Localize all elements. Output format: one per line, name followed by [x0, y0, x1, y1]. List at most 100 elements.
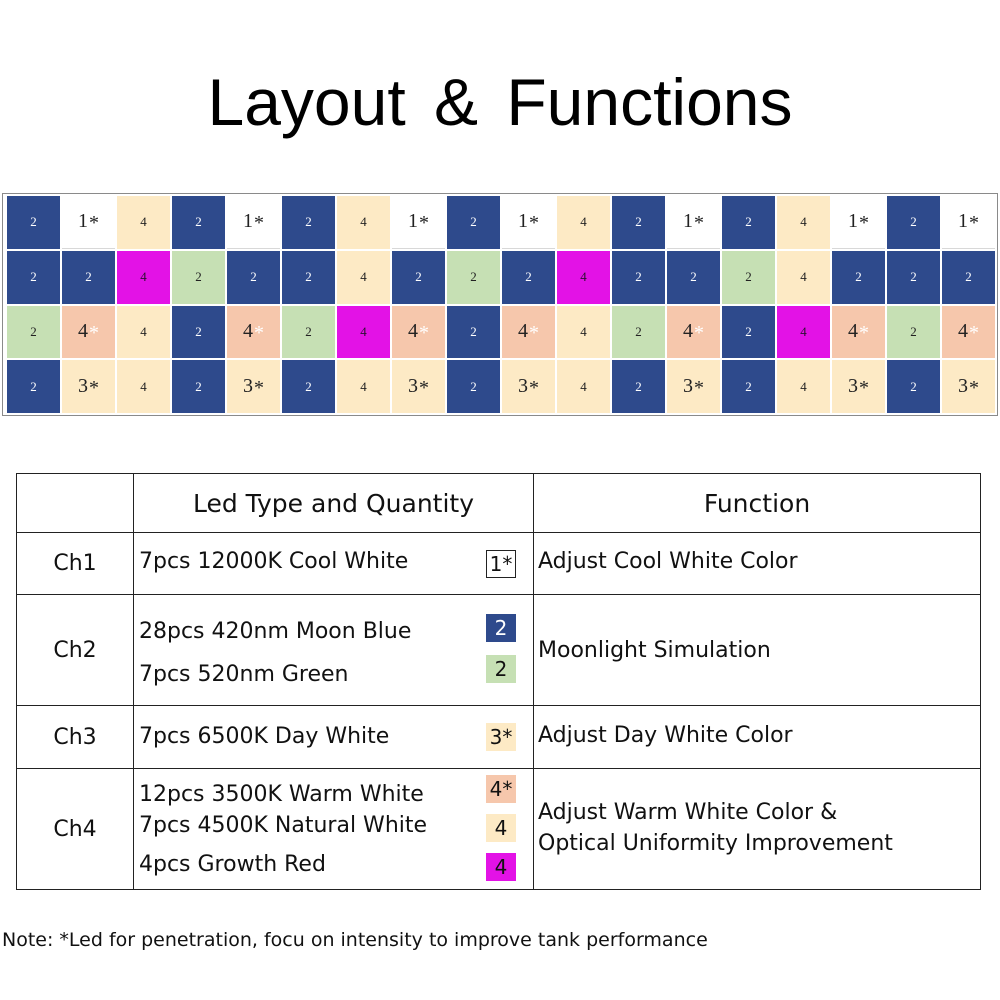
led-cell-number: 2	[30, 323, 37, 339]
led-cell-number: 2	[195, 378, 202, 394]
penetration-star-marker: *	[254, 377, 264, 400]
penetration-star-marker: *	[419, 377, 429, 400]
led-cell: 2	[447, 305, 500, 359]
led-cell: 2	[722, 360, 775, 413]
led-cell: 4*	[667, 305, 720, 359]
penetration-star-marker: *	[529, 212, 539, 235]
led-cell-number: 4	[848, 320, 858, 343]
led-cell: 4	[777, 196, 830, 249]
led-cell-number: 1	[78, 210, 88, 233]
table-row: Ch2 28pcs 420nm Moon Blue 7pcs 520nm Gre…	[16, 594, 981, 706]
led-cell: 2	[172, 360, 225, 413]
led-cell: 2	[447, 196, 500, 249]
led-cell: 4	[557, 196, 610, 249]
led-cell-number: 4	[140, 378, 147, 394]
led-cell: 3*	[832, 360, 885, 413]
led-cell: 4*	[832, 305, 885, 359]
penetration-star-marker: *	[859, 377, 869, 400]
channel-label: Ch3	[16, 705, 134, 769]
led-cell-number: 2	[690, 269, 697, 285]
led-cell: 4	[557, 305, 610, 359]
led-type-cell: 28pcs 420nm Moon Blue 7pcs 520nm Green 2…	[133, 594, 534, 706]
led-cell: 1*	[502, 196, 555, 249]
function-cell: Adjust Cool White Color	[533, 532, 981, 595]
led-cell-number: 4	[78, 320, 88, 343]
led-cell-number: 2	[910, 269, 917, 285]
led-cell: 1*	[227, 196, 280, 249]
led-cell-number: 1	[408, 210, 418, 233]
led-cell-number: 2	[470, 323, 477, 339]
led-cell: 3*	[502, 360, 555, 413]
led-cell: 4	[557, 360, 610, 413]
led-cell: 3*	[942, 360, 995, 413]
led-cell-number: 2	[635, 323, 642, 339]
led-cell-number: 2	[250, 269, 257, 285]
led-cell: 2	[7, 360, 60, 413]
led-swatch: 3*	[486, 723, 516, 751]
led-cell-number: 1	[848, 210, 858, 233]
led-cell-number: 2	[855, 269, 862, 285]
led-cell: 4*	[227, 305, 280, 359]
led-cell-number: 2	[195, 214, 202, 230]
led-cell-number: 4	[360, 214, 367, 230]
led-cell: 2	[282, 250, 335, 304]
led-cell: 3*	[227, 360, 280, 413]
led-cell-number: 3	[848, 375, 858, 398]
led-cell-number: 2	[470, 214, 477, 230]
led-cell: 2	[7, 250, 60, 304]
led-cell: 2	[447, 250, 500, 304]
led-cell-number: 2	[305, 323, 312, 339]
led-cell-number: 1	[683, 210, 693, 233]
penetration-star-marker: *	[694, 212, 704, 235]
led-type-cell: 7pcs 6500K Day White 3*	[133, 705, 534, 769]
led-cell: 4	[777, 250, 830, 304]
table-row: Ch3 7pcs 6500K Day White 3* Adjust Day W…	[16, 705, 981, 769]
led-cell-number: 4	[140, 214, 147, 230]
led-cell: 4*	[62, 305, 115, 359]
led-cell-number: 2	[635, 378, 642, 394]
penetration-star-marker: *	[694, 377, 704, 400]
led-cell: 4*	[392, 305, 445, 359]
led-cell: 2	[227, 250, 280, 304]
led-cell-number: 2	[965, 269, 972, 285]
penetration-star-marker: *	[969, 212, 979, 235]
function-text: Moonlight Simulation	[538, 638, 771, 663]
led-cell-number: 2	[30, 214, 37, 230]
penetration-star-marker: *	[89, 377, 99, 400]
penetration-star-marker: *	[254, 212, 264, 235]
channel-label: Ch4	[16, 768, 134, 890]
led-cell: 2	[172, 196, 225, 249]
led-cell-number: 2	[745, 214, 752, 230]
led-cell-number: 2	[635, 269, 642, 285]
led-cell: 4	[117, 305, 170, 359]
led-cell-number: 2	[85, 269, 92, 285]
led-cell: 3*	[667, 360, 720, 413]
table-row: Ch4 12pcs 3500K Warm White 7pcs 4500K Na…	[16, 768, 981, 890]
led-cell: 4	[777, 305, 830, 359]
led-cell-number: 4	[580, 323, 587, 339]
header-function: Function	[533, 473, 981, 533]
led-cell-number: 4	[958, 320, 968, 343]
led-cell: 2	[282, 196, 335, 249]
penetration-star-marker: *	[969, 377, 979, 400]
led-cell-number: 1	[958, 210, 968, 233]
function-text: Optical Uniformity Improvement	[538, 831, 893, 856]
led-cell-number: 2	[305, 214, 312, 230]
led-cell-number: 2	[910, 378, 917, 394]
led-cell: 2	[447, 360, 500, 413]
led-cell: 2	[612, 250, 665, 304]
penetration-star-marker: *	[694, 322, 704, 345]
led-cell: 2	[392, 250, 445, 304]
led-cell-number: 2	[910, 214, 917, 230]
led-cell-number: 1	[518, 210, 528, 233]
penetration-star-marker: *	[419, 322, 429, 345]
led-swatch: 1*	[486, 550, 516, 578]
led-cell-number: 4	[800, 378, 807, 394]
led-cell-number: 2	[195, 269, 202, 285]
led-type-cell: 12pcs 3500K Warm White 7pcs 4500K Natura…	[133, 768, 534, 890]
led-cell: 4*	[942, 305, 995, 359]
led-cell-number: 2	[745, 323, 752, 339]
led-swatch: 2	[486, 614, 516, 642]
led-cell: 2	[612, 305, 665, 359]
led-cell-number: 4	[518, 320, 528, 343]
